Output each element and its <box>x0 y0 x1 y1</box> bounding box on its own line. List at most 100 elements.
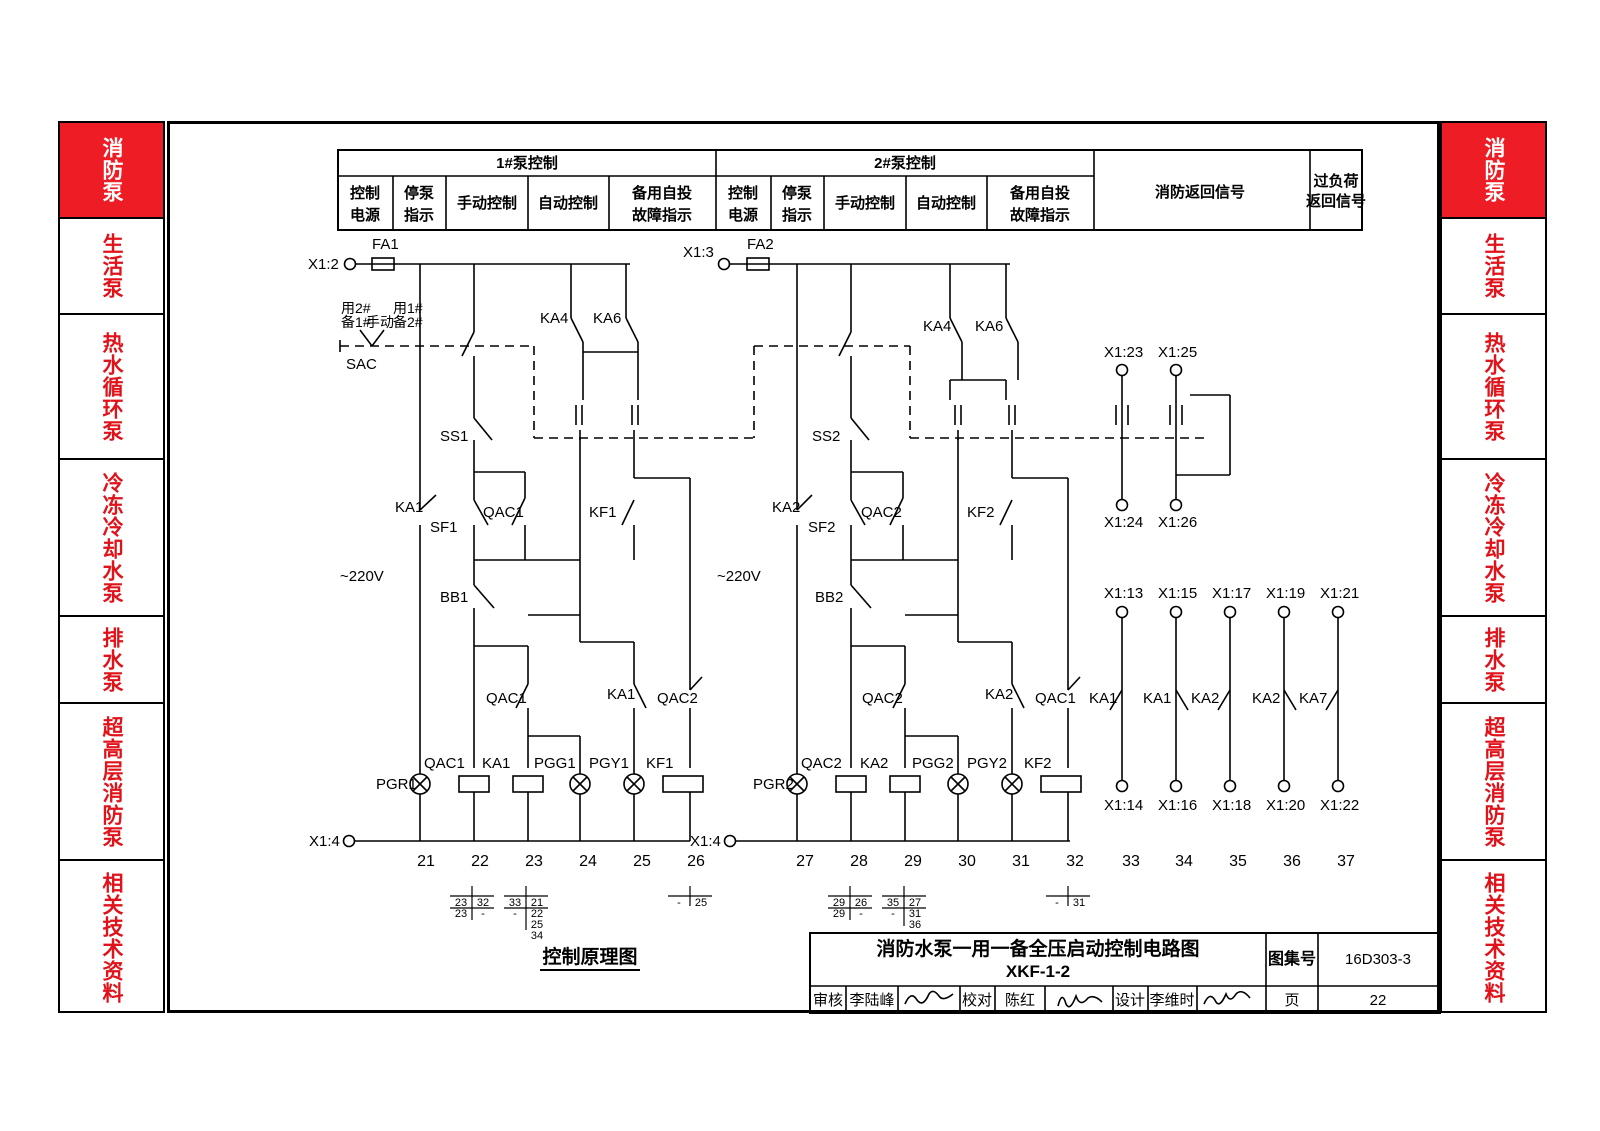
xref-t29-cell-1-0: - <box>891 908 895 920</box>
terminal-x1-13: X1:13 <box>1104 585 1143 602</box>
xref-t29-cell-2-1: 36 <box>909 919 921 931</box>
drawing-code: XKF-1-2 <box>1006 962 1070 981</box>
terminal-x1-17: X1:17 <box>1212 585 1251 602</box>
lamp-pgg2-label: PGG2 <box>912 755 954 772</box>
relay-ka2-overload-label-2: KA2 <box>1252 690 1280 707</box>
terminal-x1-24: X1:24 <box>1104 514 1143 531</box>
xref-t22-cell-1-1: - <box>481 908 485 920</box>
pump2-control-header: 2#泵控制 <box>874 154 936 172</box>
wire-number-28: 28 <box>850 853 868 870</box>
left-tab-4[interactable]: 排水泵 <box>60 617 163 704</box>
tab-label: 超高层消防泵 <box>100 715 124 848</box>
terminal-x1-3: X1:3 <box>683 244 714 261</box>
sac-mark-1: 用2# <box>341 300 371 316</box>
atlas-number: 16D303-3 <box>1345 951 1411 968</box>
terminal-x1-22: X1:22 <box>1320 797 1359 814</box>
tab-label: 超高层消防泵 <box>1482 715 1506 848</box>
reviewer-signature <box>904 990 954 1005</box>
drawing-frame <box>167 121 1440 1013</box>
sac-mark-4: 用1# <box>393 300 423 316</box>
check-label: 校对 <box>962 992 992 1009</box>
designer-name: 李维时 <box>1149 992 1194 1009</box>
wire-number-32: 32 <box>1066 853 1084 870</box>
overload-bb2-label: BB2 <box>815 589 843 606</box>
stop-button-ss2-label: SS2 <box>812 428 840 445</box>
right-tab-1[interactable]: 生活泵 <box>1442 219 1545 315</box>
xref-t23-cell-1-1: 22 <box>531 908 543 920</box>
terminal-x1-18: X1:18 <box>1212 797 1251 814</box>
tab-label: 热水循环泵 <box>1482 331 1506 442</box>
relay-ka7-overload-label: KA7 <box>1299 690 1327 707</box>
left-tab-0[interactable]: 消防泵 <box>60 123 163 219</box>
terminal-x1-26: X1:26 <box>1158 514 1197 531</box>
contactor-qac2-label: QAC2 <box>862 690 903 707</box>
left-tab-1[interactable]: 生活泵 <box>60 219 163 315</box>
terminal-x1-4-right: X1:4 <box>690 833 721 850</box>
fuse-fa1-label: FA1 <box>372 236 399 253</box>
terminal-x1-15: X1:15 <box>1158 585 1197 602</box>
right-category-tabs: 消防泵生活泵热水循环泵冷冻冷却水泵排水泵超高层消防泵相关技术资料 <box>1440 121 1547 1013</box>
terminal-x1-23: X1:23 <box>1104 344 1143 361</box>
xref-t28-cell-0-0: 29 <box>833 897 845 909</box>
pump2-subheader-1-line-1: 指示 <box>782 206 812 224</box>
right-tab-0[interactable]: 消防泵 <box>1442 123 1545 219</box>
relay-ka1-overload-label: KA1 <box>1089 690 1117 707</box>
pump2-subheader-2-line-0: 手动控制 <box>835 194 895 212</box>
tab-label: 相关技术资料 <box>1482 872 1506 1004</box>
coil-qac2-label: QAC2 <box>801 755 842 772</box>
pump1-subheader-0-line-0: 控制 <box>350 184 380 202</box>
pump2-subheader-0-line-0: 控制 <box>728 184 758 202</box>
tab-label: 消防泵 <box>100 137 124 203</box>
right-tab-5[interactable]: 超高层消防泵 <box>1442 704 1545 861</box>
wire-number-31: 31 <box>1012 853 1030 870</box>
left-tab-5[interactable]: 超高层消防泵 <box>60 704 163 861</box>
xref-t32-cell-0-1: 31 <box>1073 897 1085 909</box>
contactor-qac1-label: QAC1 <box>486 690 527 707</box>
tab-label: 消防泵 <box>1482 137 1506 203</box>
pump1-subheader-4-line-0: 备用自投 <box>631 184 692 202</box>
right-tab-6[interactable]: 相关技术资料 <box>1442 861 1545 1015</box>
xref-t23-cell-2-1: 25 <box>531 919 543 931</box>
coil-ka1-label: KA1 <box>482 755 510 772</box>
right-tab-2[interactable]: 热水循环泵 <box>1442 315 1545 460</box>
overload-header-line1: 过负荷 <box>1313 172 1358 190</box>
stop-button-ss1-label: SS1 <box>440 428 468 445</box>
right-tab-4[interactable]: 排水泵 <box>1442 617 1545 704</box>
right-tab-3[interactable]: 冷冻冷却水泵 <box>1442 460 1545 617</box>
left-tab-6[interactable]: 相关技术资料 <box>60 861 163 1015</box>
voltage-label-2: ~220V <box>717 568 761 585</box>
start-button-sf2-label: SF2 <box>808 519 836 536</box>
sac-mark-5: 备2# <box>393 314 423 330</box>
contactor-qac2-aux-label: QAC2 <box>861 504 902 521</box>
lamp-pgr1-label: PGR1 <box>376 776 417 793</box>
diagram-caption: 控制原理图 <box>542 945 637 968</box>
xref-t26-cell-0-0: - <box>677 897 681 909</box>
relay-ka2-label: KA2 <box>985 686 1013 703</box>
designer-signature <box>1203 990 1251 1005</box>
wire-number-35: 35 <box>1229 853 1247 870</box>
left-tab-2[interactable]: 热水循环泵 <box>60 315 163 460</box>
wire-number-27: 27 <box>796 853 814 870</box>
tab-label: 相关技术资料 <box>100 872 124 1004</box>
coil-ka2-label: KA2 <box>860 755 888 772</box>
lamp-pgr2-label: PGR2 <box>753 776 794 793</box>
wire-number-29: 29 <box>904 853 922 870</box>
wire-number-25: 25 <box>633 853 651 870</box>
overload-bb1-label: BB1 <box>440 589 468 606</box>
terminal-x1-16: X1:16 <box>1158 797 1197 814</box>
pump1-subheader-1-line-1: 指示 <box>404 206 434 224</box>
overload-header-line2: 返回信号 <box>1306 192 1366 210</box>
terminal-x1-20: X1:20 <box>1266 797 1305 814</box>
coil-kf2-label: KF2 <box>1024 755 1052 772</box>
tab-label: 排水泵 <box>1482 626 1506 693</box>
xref-t23-cell-3-1: 34 <box>531 930 543 942</box>
contactor-qac1-aux-label: QAC1 <box>483 504 524 521</box>
terminal-x1-25: X1:25 <box>1158 344 1197 361</box>
left-tab-3[interactable]: 冷冻冷却水泵 <box>60 460 163 617</box>
tab-label: 冷冻冷却水泵 <box>1482 471 1506 604</box>
xref-t22-cell-0-1: 32 <box>477 897 489 909</box>
wire-number-33: 33 <box>1122 853 1140 870</box>
wire-number-23: 23 <box>525 853 543 870</box>
terminal-x1-2: X1:2 <box>308 256 339 273</box>
wire-number-22: 22 <box>471 853 489 870</box>
